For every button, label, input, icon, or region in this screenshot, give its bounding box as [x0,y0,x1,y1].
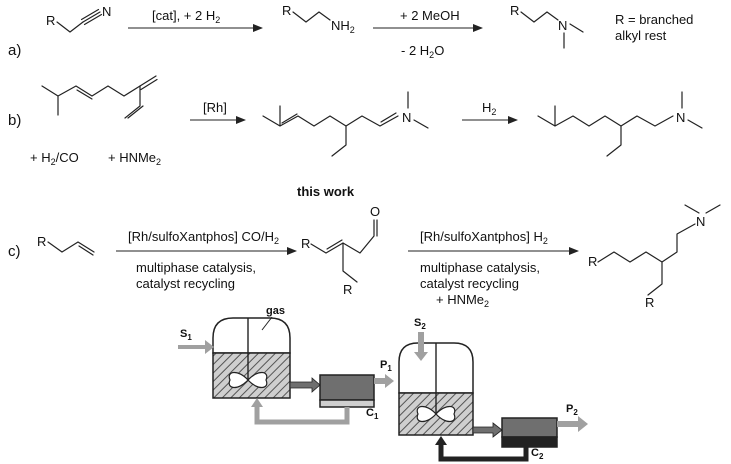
saturated-amine-ethyl [606,125,622,157]
p1-label: P1 [380,359,392,373]
row-a-note-1: R = branched [615,12,693,27]
dimethylamine-chain [520,11,559,23]
enamine-n-methyls [407,91,429,129]
row-c-o: O [370,204,380,219]
diene-chain [41,85,141,116]
s2-label: S2 [414,317,426,331]
row-b-arrow2-label: H2 [482,100,496,117]
process-flow-diagram: gas S1 P1 C1 S2 P2 C2 [178,305,588,462]
row-b-arrow1-label: [Rh] [203,100,227,115]
reactor-1-outlet-arrow [289,377,321,393]
c1-label: C1 [366,407,379,421]
reactor-2-outlet-arrow [472,422,503,438]
row-a-r2: R [282,3,291,18]
saturated-amine-n-methyls [681,91,703,129]
diene-vinyl [124,85,144,119]
enamine-ethyl [331,125,347,157]
row-b-label: b) [8,112,21,129]
alkene-chain [47,241,95,256]
row-a-label: a) [8,42,21,59]
row-c-arrow2-bottom-1: multiphase catalysis, [420,260,540,275]
s1-label: S1 [180,328,192,342]
product-aminomethyl [661,223,696,263]
diene-double-2 [139,75,158,91]
saturated-amine-chain [537,105,674,127]
row-c-arrow1-bottom-1: multiphase catalysis, [136,260,256,275]
row-b-reagent-2: + HNMe2 [108,150,161,167]
reactor-1-impeller-icon [228,371,268,389]
reactor-1-liquid [212,352,291,399]
separator-2-lower [501,436,558,448]
row-a-n3: N [558,18,567,33]
p1-outlet-arrow [374,374,394,388]
row-a-arrow1-label: [cat], + 2 H2 [152,8,220,25]
c2-recycle-arrowhead [435,436,447,445]
row-a: a) R N [cat], + 2 H2 R NH2 + 2 MeOH - 2 … [8,3,693,60]
reactor-2-impeller-icon [416,405,456,423]
row-a-r1: R [46,13,55,28]
row-c-arrow1-top: [Rh/sulfoXantphos] CO/H2 [128,229,279,246]
aldehyde-branch [342,242,358,283]
diene-double-1 [76,89,93,100]
enamine-double-2 [380,112,397,123]
c1-recycle-line [254,404,350,425]
c2-label: C2 [531,447,544,461]
row-c-r3a: R [588,254,597,269]
row-c-arrow2-bottom-2: catalyst recycling [420,276,519,291]
separator-1-upper [319,374,375,401]
product-n-methyls [684,204,721,214]
row-c-r2a: R [301,236,310,251]
row-a-arrow2-bottom: - 2 H2O [401,43,444,60]
row-c-n3: N [696,214,705,229]
amine-chain [292,11,331,23]
aldehyde-cc-double [326,239,343,250]
s1-inlet-arrow [178,340,214,354]
separator-2-upper [501,417,558,438]
row-c-r3b: R [645,295,654,310]
row-c-arrow2-top: [Rh/sulfoXantphos] H2 [420,229,548,246]
row-c: c) R [Rh/sulfoXantphos] CO/H2 multiphase… [8,204,721,310]
reactor-1-headspace [212,317,291,354]
s2-inlet-arrow [414,332,428,361]
row-b: b) + H2/CO + HNMe2 [Rh] N H2 N [8,75,703,167]
p2-outlet-arrow [557,416,588,432]
row-c-r2b: R [343,282,352,297]
nitrile-triple-bond [80,8,103,26]
enamine-double-1 [281,113,298,124]
p2-label: P2 [566,403,578,417]
row-c-r1: R [37,234,46,249]
separator-1-lower [319,399,375,408]
product-chain [597,251,663,296]
n-methyl-bonds [563,23,584,49]
this-work-label: this work [297,184,355,199]
gas-label: gas [266,305,285,317]
row-b-reagent-1: + H2/CO [30,150,79,167]
row-a-note-2: alkyl rest [615,28,667,43]
row-a-nh2: NH2 [331,18,355,35]
aldehyde-chain [310,219,375,254]
row-c-label: c) [8,243,21,260]
row-a-arrow2-top: + 2 MeOH [400,8,460,23]
nitrile-chain [56,21,84,33]
row-c-arrow1-bottom-2: catalyst recycling [136,276,235,291]
row-b-n2: N [676,110,685,125]
row-a-r3: R [510,3,519,18]
c1-recycle-arrowhead [251,398,263,407]
row-b-n1: N [402,110,411,125]
c2-recycle-line [438,442,529,462]
row-a-n1: N [102,4,111,19]
enamine-chain [262,105,399,127]
row-c-arrow2-bottom-3: + HNMe2 [436,292,489,309]
gas-pointer [261,316,273,331]
